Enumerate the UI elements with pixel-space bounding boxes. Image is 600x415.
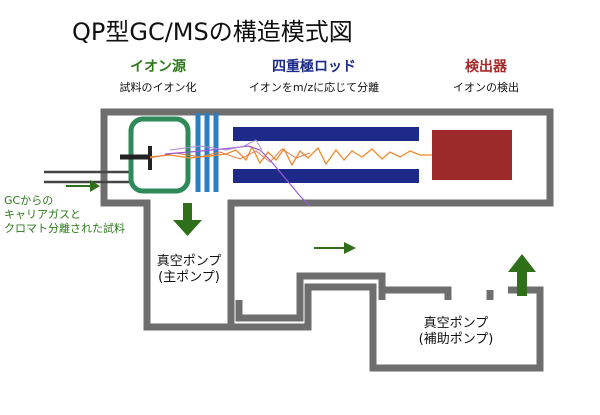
main-pump-arrow	[173, 203, 202, 236]
quadrupole-rod-lower	[233, 169, 419, 183]
aux-pump-wall	[369, 286, 544, 372]
detector-label: 検出器	[465, 59, 507, 75]
ion-beam-path-2	[149, 148, 311, 163]
ion-source-label: イオン源	[130, 59, 186, 75]
carrier-gas-line2: キャリアガスと	[4, 207, 81, 221]
rejected-ion-path-2	[169, 139, 263, 151]
aux-pump-line1: 真空ポンプ	[423, 316, 489, 331]
diagram-title: QP型GC/MSの構造模式図	[72, 18, 353, 46]
inlet-tube	[44, 170, 132, 184]
detector-sublabel: イオンの検出	[453, 81, 519, 94]
main-pump-line2: (主ポンプ)	[158, 269, 220, 285]
detector-block	[432, 130, 512, 180]
ion-source-sublabel: 試料のイオン化	[119, 81, 197, 94]
aux-pump-line2: (補助ポンプ)	[418, 331, 494, 347]
ion-beam-path	[149, 145, 432, 167]
carrier-gas-label: GCからの キャリアガスと クロマト分離された試料	[4, 194, 125, 235]
rejected-ion-path	[164, 145, 311, 207]
main-pump-line1: 真空ポンプ	[156, 254, 222, 269]
flow-arrow-right	[314, 242, 356, 254]
quadrupole-sublabel: イオンをm/zに応じて分離	[248, 81, 380, 94]
aux-pump-label: 真空ポンプ (補助ポンプ)	[419, 316, 494, 347]
carrier-gas-line1: GCからの	[4, 194, 54, 207]
ion-lenses	[195, 113, 219, 192]
connecting-duct-wall	[227, 272, 386, 331]
main-pump-label: 真空ポンプ (主ポンプ)	[157, 254, 222, 285]
quadrupole-label: 四重極ロッド	[272, 59, 356, 75]
carrier-gas-line3: クロマト分離された試料	[4, 221, 125, 235]
aux-pump-exhaust-arrow	[508, 254, 536, 296]
carrier-gas-arrow	[66, 180, 100, 192]
quadrupole-rod-upper	[233, 127, 419, 141]
vacuum-housing	[100, 108, 554, 372]
